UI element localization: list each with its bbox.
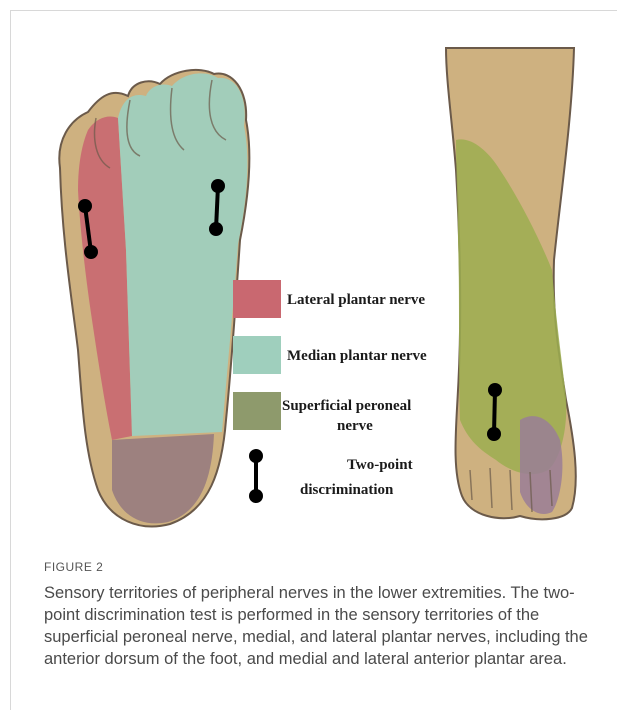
legend-label-two-point-line2: discrimination <box>300 482 394 498</box>
figure-caption: Sensory territories of peripheral nerves… <box>44 582 604 670</box>
legend-label-median-plantar: Median plantar nerve <box>287 348 427 364</box>
dorsal-foot <box>446 48 576 519</box>
heel-region <box>112 434 214 523</box>
legend-label-superficial-peroneal-line2: nerve <box>337 418 373 434</box>
plantar-foot <box>59 70 249 526</box>
figure-illustration: Lateral plantar nerve Median plantar ner… <box>0 0 617 540</box>
legend-swatch-superficial-peroneal <box>233 392 281 430</box>
legend-swatch-median-plantar <box>233 336 281 374</box>
legend-swatch-lateral-plantar <box>233 280 281 318</box>
legend-label-lateral-plantar: Lateral plantar nerve <box>287 292 425 308</box>
legend-label-superficial-peroneal-line1: Superficial peroneal <box>282 398 411 414</box>
legend-label-two-point-line1: Two-point <box>347 457 413 473</box>
legend-two-point-icon <box>249 449 263 503</box>
legend: Lateral plantar nerve Median plantar ner… <box>233 280 427 503</box>
figure-label: FIGURE 2 <box>44 560 103 574</box>
